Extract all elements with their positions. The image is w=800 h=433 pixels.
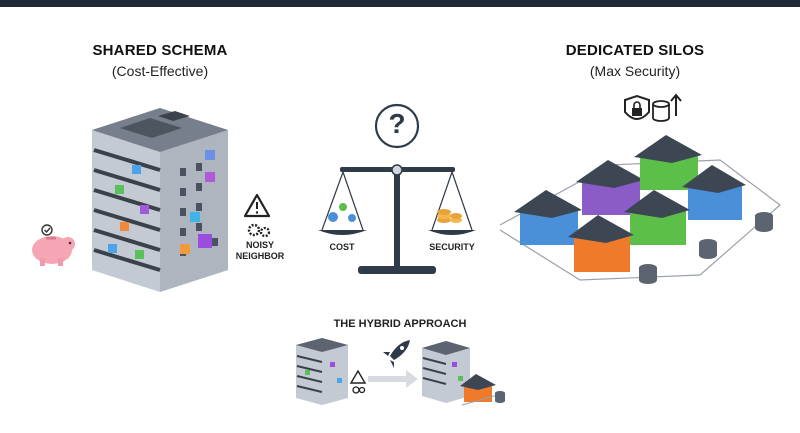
balance-scale xyxy=(318,164,476,274)
warning-icon xyxy=(243,193,271,218)
hybrid-approach-title: THE HYBRID APPROACH xyxy=(333,318,467,330)
arrow xyxy=(368,370,418,388)
top-bar xyxy=(0,0,800,7)
shared-building xyxy=(92,108,228,292)
dedicated-silos-subtitle: (Max Security) xyxy=(589,63,681,79)
cost-icons xyxy=(328,203,356,222)
noisy-neighbor-label-line2: NEIGHBOR xyxy=(235,251,285,261)
cost-label: COST xyxy=(329,242,355,252)
security-label: SECURITY xyxy=(429,242,475,252)
hybrid-warning-icon xyxy=(349,369,367,394)
house-purple xyxy=(576,160,644,215)
hybrid-house-orange xyxy=(460,374,499,406)
house-green xyxy=(624,190,690,245)
shared-schema-title: SHARED SCHEMA xyxy=(92,42,228,59)
question-mark: ? xyxy=(388,108,406,139)
house-blue-right xyxy=(682,165,746,220)
piggy-bank-icon xyxy=(32,224,75,266)
dedicated-silos-title: DEDICATED SILOS xyxy=(565,42,705,59)
coins-icon xyxy=(437,209,462,223)
hybrid-database-icon xyxy=(495,391,505,403)
house-green-top xyxy=(634,135,702,190)
database-icons xyxy=(639,212,773,284)
house-blue xyxy=(514,190,582,245)
rocket-icon xyxy=(383,340,410,368)
noisy-neighbor-label-line1: NOISY xyxy=(245,240,274,250)
hybrid-building-right xyxy=(422,341,470,403)
hybrid-building-left xyxy=(296,338,348,405)
question-icon xyxy=(374,103,420,149)
shield-lock-icon xyxy=(624,94,650,120)
house-orange xyxy=(568,215,634,272)
shared-schema-subtitle: (Cost-Effective) xyxy=(111,63,209,79)
gear-icon xyxy=(247,223,271,238)
database-upgrade-icon xyxy=(652,93,682,122)
